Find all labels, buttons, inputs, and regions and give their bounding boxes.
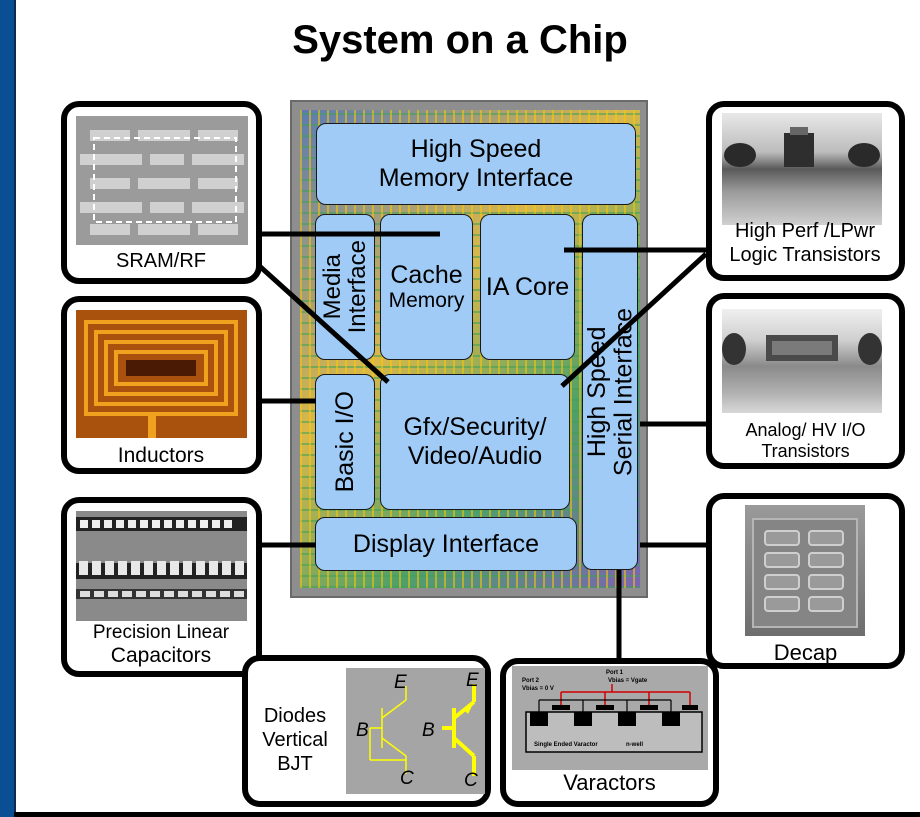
varactor-vbias-left: Vbias = 0 V	[522, 686, 554, 692]
block-display-interface: Display Interface	[315, 517, 577, 571]
connector-logic-gfx	[560, 252, 708, 388]
inductors-label: Inductors	[117, 444, 205, 467]
analog-label-line2: Transistors	[761, 441, 850, 462]
analog-label: Analog/ HV I/O Transistors	[708, 420, 903, 462]
decap-pattern	[752, 518, 858, 628]
capacitors-label: Precision Linear Capacitors	[66, 622, 256, 669]
diodes-label-line3: BJT	[277, 753, 313, 775]
varactor-diagram: Port 1 Port 2 Vbias = 0 V Vbias = Vgate …	[512, 666, 708, 770]
inductor-micrograph	[76, 310, 247, 438]
slide-title: System on a Chip	[292, 18, 628, 62]
bjt-symbols	[369, 684, 476, 776]
analog-transistor-shape	[722, 333, 882, 365]
bjt1-collector-label: C	[400, 768, 414, 789]
gfx-label-line1: Gfx/Security/	[403, 413, 547, 442]
bjt2-emitter-label: E	[466, 670, 479, 691]
logic-label-line2: Logic Transistors	[729, 243, 881, 266]
diodes-label-line2: Vertical	[262, 729, 328, 751]
decap-micrograph	[745, 505, 865, 636]
bjt-symbol-panel: E B C E B C	[346, 668, 485, 794]
block-gfx-security-video-audio: Gfx/Security/ Video/Audio	[380, 374, 570, 510]
varactor-structure	[525, 684, 703, 753]
logic-transistor-tem	[722, 113, 882, 225]
sram-label: SRAM/RF	[116, 250, 206, 272]
analog-label-line1: Analog/ HV I/O	[745, 420, 866, 440]
block-media-interface: Media Interface	[315, 214, 375, 360]
varactors-label: Varactors	[563, 770, 656, 795]
block-basic-io: Basic I/O	[315, 374, 375, 510]
decap-label: Decap	[773, 640, 838, 665]
cache-label: Cache	[390, 260, 463, 289]
logic-transistor-shape	[724, 127, 880, 167]
sram-pattern	[76, 116, 248, 245]
varactor-vbias-right: Vbias = Vgate	[608, 678, 648, 684]
bottom-border	[14, 812, 920, 817]
logic-label-line1: High Perf /LPwr	[734, 220, 876, 242]
block-cache-memory: Cache Memory	[380, 214, 473, 360]
block-serial-interface: High Speed Serial Interface	[582, 214, 638, 570]
analog-transistor-tem	[722, 309, 882, 413]
logic-label: High Perf /LPwr Logic Transistors	[698, 220, 912, 267]
capacitor-micrograph	[76, 511, 247, 621]
block-memory-interface: High Speed Memory Interface	[316, 123, 636, 205]
diodes-label: Diodes Vertical BJT	[240, 704, 350, 776]
diodes-label-line1: Diodes	[263, 705, 327, 727]
bjt1-emitter-label: E	[394, 672, 407, 693]
bjt2-base-label: B	[422, 720, 435, 741]
bjt2-collector-label: C	[464, 770, 478, 791]
inductor-coil	[76, 310, 247, 438]
varactor-nwell-label: n-well	[626, 742, 644, 748]
memory-label: Memory	[388, 289, 465, 313]
varactor-port2-label: Port 2	[522, 678, 540, 684]
gfx-label-line2: Video/Audio	[407, 442, 543, 470]
capacitors-label-line2: Capacitors	[110, 644, 212, 668]
block-ia-core: IA Core	[480, 214, 575, 360]
connector-sram-gfx	[253, 260, 390, 384]
sram-micrograph	[76, 116, 248, 245]
capacitor-pattern	[76, 511, 247, 621]
left-blue-stripe	[0, 0, 14, 817]
varactor-port1-label: Port 1	[606, 670, 624, 676]
bjt1-base-label: B	[356, 720, 369, 741]
varactor-single-ended-label: Single Ended Varactor	[534, 742, 598, 748]
capacitors-label-line1: Precision Linear	[92, 622, 230, 643]
